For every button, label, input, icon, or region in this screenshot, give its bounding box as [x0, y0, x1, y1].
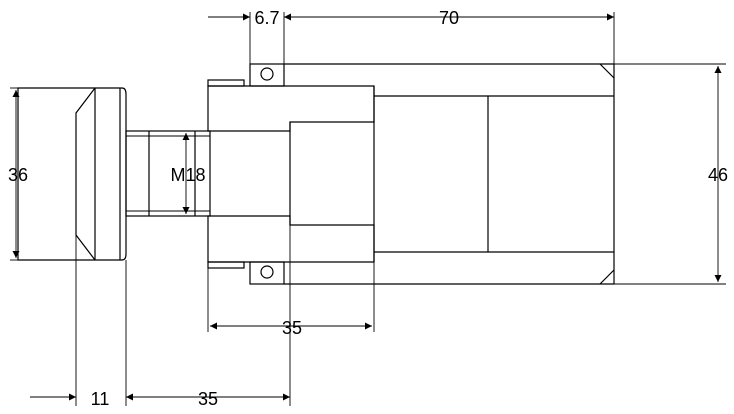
body-tube [284, 63, 615, 285]
dimension-top [208, 12, 615, 64]
dimension-body-diameter [614, 63, 726, 285]
dimension-label-flange-length: 35 [282, 318, 302, 338]
dimension-label-collar-width: 6.7 [254, 8, 279, 28]
dimension-knob-diameter [10, 87, 20, 261]
dimension-label-thread: M18 [170, 165, 205, 185]
flange-section [207, 79, 375, 269]
knob-outline [17, 87, 127, 261]
dimension-bottom [30, 225, 291, 406]
o-ring-collar [249, 63, 285, 285]
dimension-label-knob-diameter: 36 [8, 165, 28, 185]
dimension-flange-length [207, 262, 375, 332]
dimension-label-body-diameter: 46 [708, 165, 728, 185]
dimension-label-shaft-length: 35 [198, 389, 218, 409]
threaded-shaft [125, 130, 211, 217]
dimension-label-body-length: 70 [439, 8, 459, 28]
dimension-label-knob-width: 11 [91, 389, 110, 409]
